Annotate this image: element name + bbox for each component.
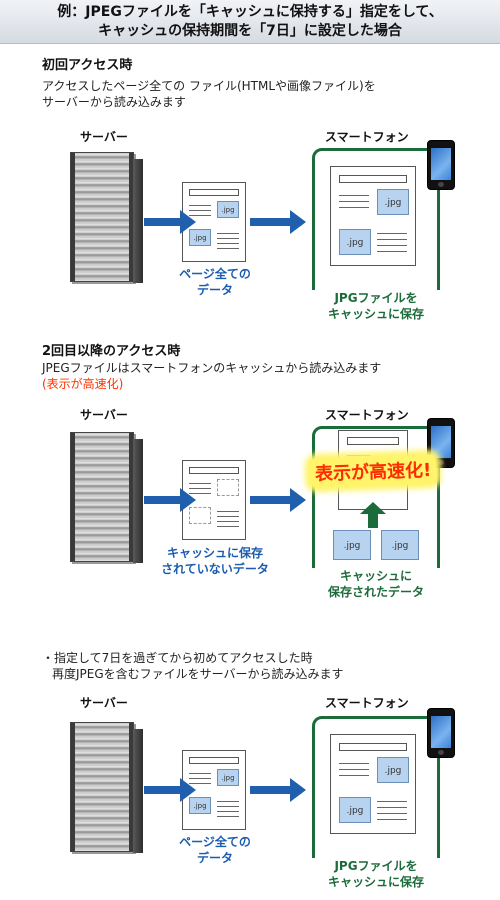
- empty-image-placeholder: [217, 479, 239, 496]
- cached-page-document: .jpg .jpg: [330, 734, 416, 834]
- speed-up-badge: 表示が高速化!: [309, 454, 437, 488]
- diagram-header: 例：JPEGファイルを「キャッシュに保持する」指定をして、 キャッシュの保持期間…: [0, 0, 500, 44]
- header-line-2: キャッシュの保持期間を「7日」に設定した場合: [98, 23, 402, 39]
- section2-server-label: サーバー: [80, 408, 128, 422]
- jpg-image-icon: .jpg: [377, 189, 409, 215]
- cached-page-document: .jpg .jpg: [330, 166, 416, 266]
- section3-doc-caption: ページ全ての データ: [170, 834, 260, 866]
- transfer-arrow: [250, 488, 306, 512]
- server-icon: [70, 722, 143, 853]
- section1-phone-caption: JPGファイルを キャッシュに保存: [312, 290, 440, 322]
- server-icon: [70, 432, 143, 563]
- section2-desc-line-2: (表示が高速化): [42, 377, 124, 391]
- caption-line: キャッシュに: [339, 569, 412, 583]
- smartphone-icon: [427, 708, 455, 758]
- caption-line: データ: [196, 283, 233, 297]
- caption-line: されていないデータ: [161, 562, 269, 576]
- caption-line: JPGファイルを: [334, 859, 418, 873]
- caption-line: データ: [196, 851, 233, 865]
- server-icon: [70, 152, 143, 283]
- smartphone-icon: [427, 140, 455, 190]
- header-line-1: 例：JPEGファイルを「キャッシュに保持する」指定をして、: [57, 4, 443, 20]
- section1-desc-line-2: サーバーから読み込みます: [42, 95, 186, 109]
- caption-line: キャッシュに保存: [327, 875, 424, 889]
- cached-jpg-icon: .jpg: [381, 530, 419, 560]
- transfer-arrow: [250, 210, 306, 234]
- section3-desc-line-2: 再度JPEGを含むファイルをサーバーから読み込みます: [52, 667, 344, 681]
- section1-phone-label: スマートフォン: [325, 130, 409, 144]
- section3-phone-caption: JPGファイルを キャッシュに保存: [312, 858, 440, 890]
- jpg-image-icon: .jpg: [377, 757, 409, 783]
- transfer-arrow: [250, 778, 306, 802]
- section3-server-label: サーバー: [80, 696, 128, 710]
- section3-desc-line-1: ・指定して7日を過ぎてから初めてアクセスした時: [42, 651, 313, 665]
- jpg-image-icon: .jpg: [217, 201, 239, 218]
- load-from-cache-arrow: [360, 502, 386, 528]
- jpg-image-icon: .jpg: [217, 769, 239, 786]
- section1-desc-line-1: アクセスしたページ全ての ファイル(HTMLや画像ファイル)を: [42, 79, 376, 93]
- section2-phone-caption: キャッシュに 保存されたデータ: [312, 568, 440, 600]
- caption-line: ページ全ての: [179, 267, 251, 281]
- section1-title: 初回アクセス時: [42, 58, 133, 73]
- caption-line: キャッシュに保存: [327, 307, 424, 321]
- caption-line: 保存されたデータ: [327, 585, 424, 599]
- section3-phone-label: スマートフォン: [325, 696, 409, 710]
- cached-jpg-icon: .jpg: [333, 530, 371, 560]
- section1-doc-caption: ページ全ての データ: [170, 266, 260, 298]
- uncached-document-icon: [182, 460, 246, 540]
- section1-server-label: サーバー: [80, 130, 128, 144]
- section2-doc-caption: キャッシュに保存 されていないデータ: [160, 545, 270, 577]
- section2-phone-label: スマートフォン: [325, 408, 409, 422]
- caption-line: JPGファイルを: [334, 291, 418, 305]
- section2-desc-line-1: JPEGファイルはスマートフォンのキャッシュから読み込みます: [42, 361, 382, 375]
- page-document-icon: .jpg .jpg: [182, 182, 246, 262]
- caption-line: キャッシュに保存: [166, 546, 263, 560]
- transfer-arrow: [144, 488, 196, 512]
- transfer-arrow: [144, 210, 196, 234]
- section2-title: 2回目以降のアクセス時: [42, 344, 181, 359]
- jpg-image-icon: .jpg: [339, 797, 371, 823]
- transfer-arrow: [144, 778, 196, 802]
- jpg-image-icon: .jpg: [339, 229, 371, 255]
- caption-line: ページ全ての: [179, 835, 251, 849]
